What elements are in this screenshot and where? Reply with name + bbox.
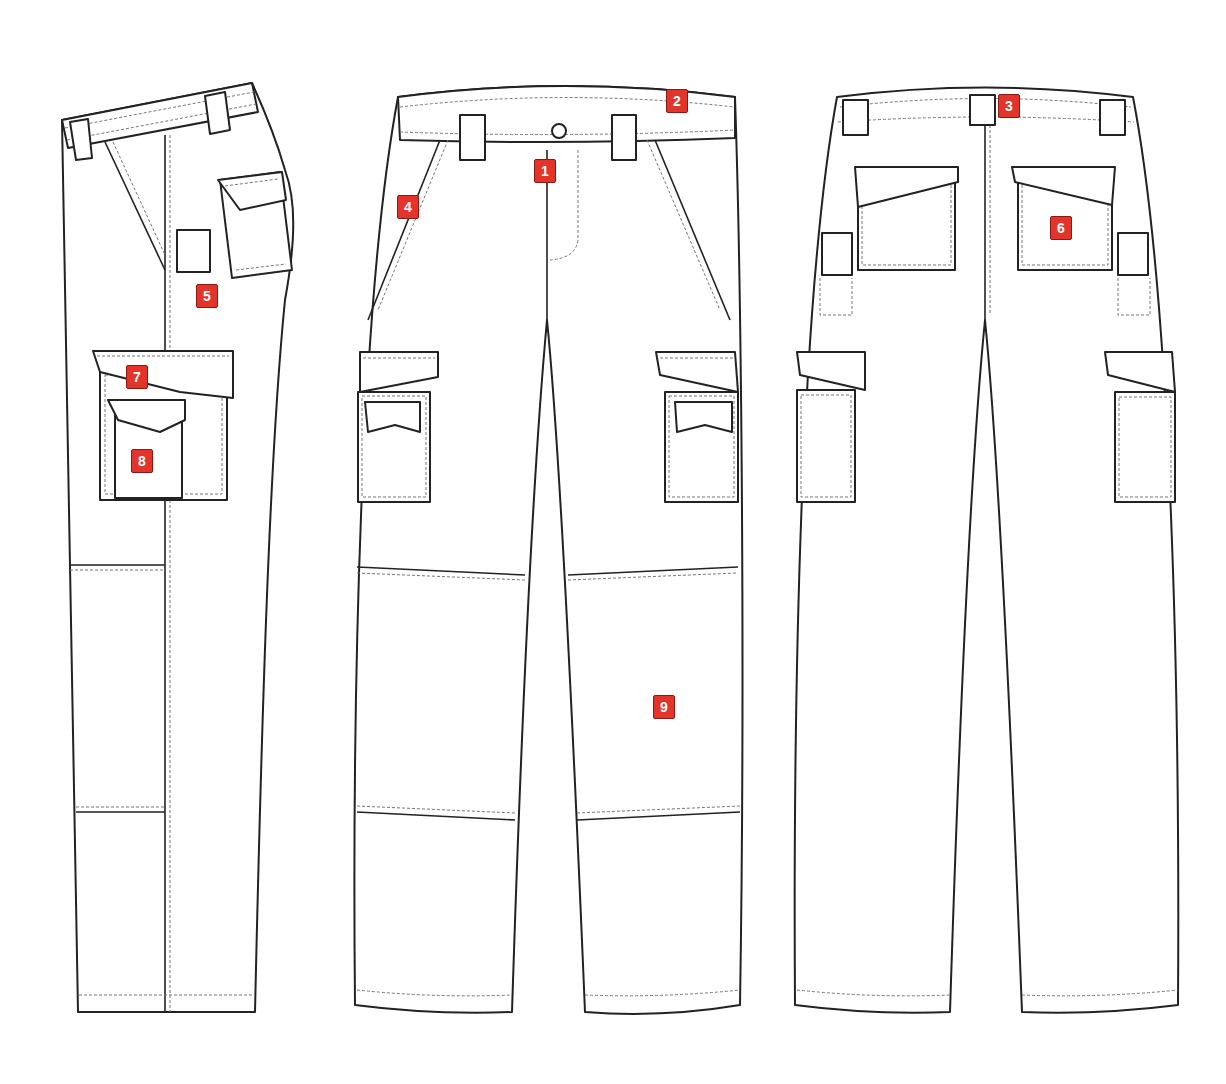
callout-number: 9 <box>653 695 675 719</box>
back-view <box>795 88 1179 1013</box>
side-view <box>62 83 293 1012</box>
callout-number: 5 <box>196 284 218 308</box>
callout-number: 6 <box>1050 216 1072 240</box>
callout-number: 4 <box>397 195 419 219</box>
callout-number: 3 <box>998 94 1020 118</box>
callout-number: 1 <box>534 159 556 183</box>
callout-number: 8 <box>131 449 153 473</box>
front-view <box>354 86 742 1014</box>
callout-number: 7 <box>126 365 148 389</box>
callout-number: 2 <box>666 89 688 113</box>
